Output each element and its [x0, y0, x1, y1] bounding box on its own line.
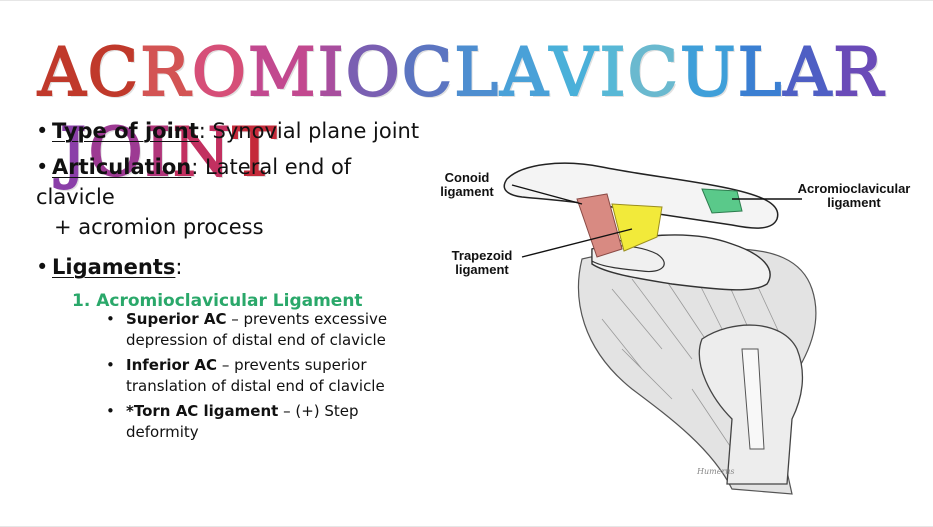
subitem-label: Inferior AC: [126, 356, 218, 374]
title-letter: A: [37, 33, 88, 112]
bullet-dot: •: [106, 356, 115, 374]
ac-ligament-subitems: • Superior AC – prevents excessive depres…: [106, 309, 416, 447]
title-letter: R: [832, 33, 885, 112]
title-letter: I: [598, 33, 628, 112]
title-letter: R: [139, 33, 192, 112]
trapezoid-ligament-label: Trapezoid ligament: [451, 248, 513, 277]
title-letter: T: [231, 113, 279, 192]
title-letter: J: [59, 113, 89, 192]
bullet-articulation: •Articulation: Lateral end of clavicle +…: [36, 152, 436, 242]
humerus-groove: [741, 348, 765, 450]
bullet-dot: •: [106, 402, 115, 420]
subitem-label: *Torn AC ligament: [126, 402, 279, 420]
subitem-torn-ac: • *Torn AC ligament – (+) Step deformity: [106, 401, 416, 443]
title-letter: O: [191, 33, 248, 112]
title-letter: O: [87, 113, 145, 192]
bullet-list: •Type of joint: Synovial plane joint •Ar…: [36, 116, 436, 314]
bullet-dot: •: [106, 310, 115, 328]
subitem-text: – (+) Step deformity: [126, 402, 359, 441]
title-letter: A: [499, 33, 550, 112]
trapezoid-leader-line: [521, 228, 633, 258]
title-letter: I: [317, 33, 346, 112]
subitem-superior-ac: • Superior AC – prevents excessive depres…: [106, 309, 416, 351]
subitem-text: – prevents superior translation of dista…: [126, 356, 385, 395]
type-label: Type of joint: [52, 119, 199, 143]
title-letter: L: [453, 33, 501, 112]
title-letter: L: [737, 33, 784, 112]
ac-ligament-heading: 1. Acromioclavicular Ligament: [72, 291, 363, 311]
bullet-dot: •: [36, 119, 49, 143]
subitem-inferior-ac: • Inferior AC – prevents superior transla…: [106, 355, 416, 397]
articulation-label: Articulation: [52, 155, 192, 179]
title-letter: M: [247, 33, 318, 112]
bullet-dot: •: [36, 155, 49, 179]
slide-title: ACROMIOCLAVICULAR JOINT: [37, 33, 898, 192]
title-letter: O: [345, 33, 402, 112]
shoulder-illustration: Humerus: [503, 162, 817, 495]
bullet-ligaments: •Ligaments:: [36, 252, 436, 282]
title-letter: N: [172, 113, 233, 192]
shoulder-anatomy-figure: Humerus Conoid ligament Trapezoid ligame…: [432, 149, 912, 499]
clavicle-shape: [503, 162, 779, 229]
bullet-dot: •: [36, 255, 49, 279]
title-letter: C: [627, 33, 681, 112]
articulation-value: : Lateral end of clavicle: [36, 155, 352, 209]
scapula-hatching: [601, 268, 783, 450]
ligaments-colon: :: [175, 255, 183, 279]
type-value: : Synovial plane joint: [198, 119, 420, 143]
articulation-continuation: + acromion process: [54, 215, 264, 239]
title-letter: A: [782, 33, 834, 112]
conoid-leader-line: [511, 184, 583, 205]
conoid-ligament: [576, 193, 623, 258]
subitem-text: – prevents excessive depression of dista…: [126, 310, 388, 349]
acromioclavicular-ligament-label: Acromioclavicular ligament: [797, 181, 911, 210]
artist-signature: Humerus: [696, 467, 735, 476]
subitem-label: Superior AC: [126, 310, 227, 328]
conoid-ligament-label: Conoid ligament: [440, 170, 494, 199]
ligaments-label: Ligaments: [52, 255, 176, 279]
title-letter: C: [87, 33, 141, 112]
title-letter: I: [144, 113, 173, 192]
trapezoid-ligament: [611, 203, 663, 252]
title-letter: V: [549, 33, 600, 112]
bullet-type-of-joint: •Type of joint: Synovial plane joint: [36, 116, 436, 146]
title-letter: C: [401, 33, 455, 112]
title-letter: U: [679, 33, 738, 112]
acromioclavicular-ligament: [701, 188, 743, 214]
